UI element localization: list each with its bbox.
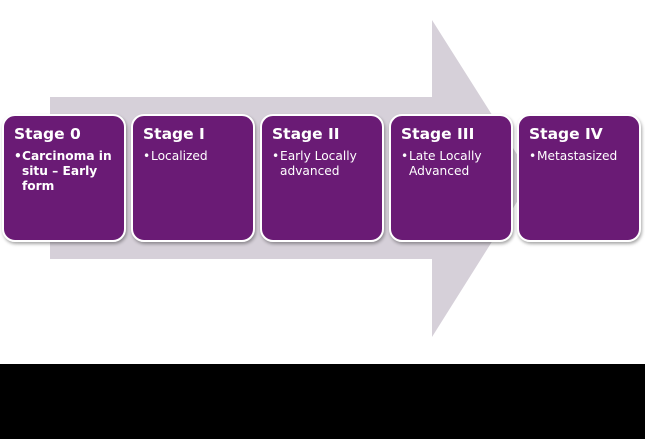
stage-box-3: Stage III • Late Locally Advanced — [389, 114, 513, 242]
stage-item: • Late Locally Advanced — [401, 149, 505, 179]
bullet: • — [14, 149, 22, 163]
bullet: • — [529, 149, 537, 163]
stage-item: • Metastasized — [529, 149, 633, 164]
stage-item-text: Localized — [151, 149, 208, 163]
stage-title: Stage 0 — [14, 125, 81, 143]
stage-box-4: Stage IV • Metastasized — [517, 114, 641, 242]
stage-box-0: Stage 0 • Carcinoma in situ – Early form — [2, 114, 126, 242]
stage-title: Stage I — [143, 125, 205, 143]
stage-box-1: Stage I • Localized — [131, 114, 255, 242]
bullet: • — [272, 149, 280, 163]
footer-bar — [0, 364, 645, 439]
stage-item: • Early Locally advanced — [272, 149, 376, 179]
stage-box-2: Stage II • Early Locally advanced — [260, 114, 384, 242]
stage-item: • Carcinoma in situ – Early form — [14, 149, 118, 194]
stage-item-text: Early Locally advanced — [280, 149, 357, 178]
stage-title: Stage II — [272, 125, 340, 143]
stage-item: • Localized — [143, 149, 247, 164]
stage-item-text: Metastasized — [537, 149, 618, 163]
stage-item-text: Carcinoma in situ – Early form — [22, 149, 112, 193]
bullet: • — [143, 149, 151, 163]
stage-title: Stage III — [401, 125, 475, 143]
stage-item-text: Late Locally Advanced — [409, 149, 482, 178]
stage-title: Stage IV — [529, 125, 603, 143]
bullet: • — [401, 149, 409, 163]
